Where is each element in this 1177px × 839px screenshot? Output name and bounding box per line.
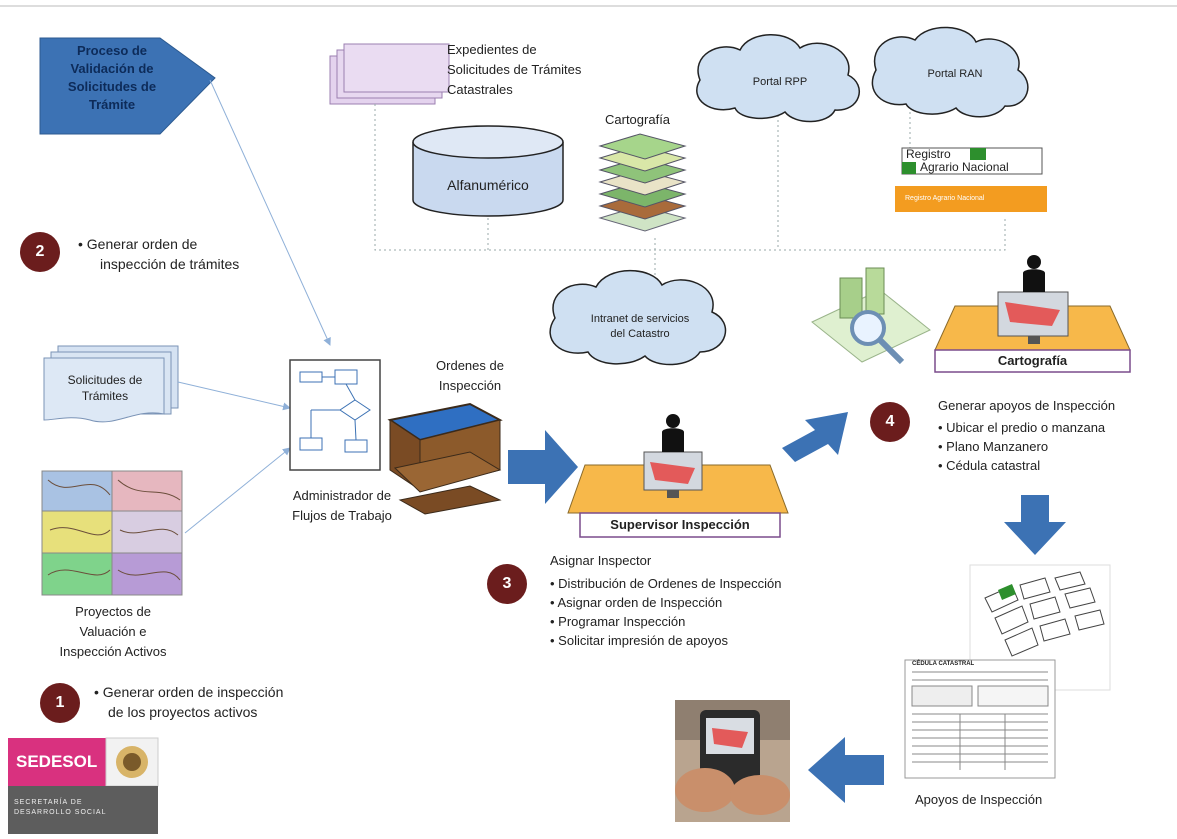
step-1-badge: 1: [40, 683, 80, 723]
map-search-icon: [811, 267, 931, 365]
sedesol-subtitle-line: DESARROLLO SOCIAL: [14, 809, 107, 816]
proceso-line: Solicitudes de: [67, 79, 157, 94]
ran-logo-line: Agrario Nacional: [920, 160, 1009, 174]
step-1-line: • Generar orden de inspección: [94, 684, 284, 700]
network-dotted-lines: [374, 80, 1006, 285]
proceso-line: Proceso de: [76, 43, 148, 58]
connector-arrows: [177, 79, 331, 534]
proceso-line: Trámite: [88, 97, 136, 112]
expedientes-stack-icon: [329, 43, 450, 105]
step-4-badge: 4: [870, 402, 910, 442]
sedesol-logo-text: SEDESOL: [16, 752, 98, 771]
step-3-item: Programar Inspección: [550, 612, 781, 631]
sedesol-subtitle: SECRETARÍA DE DESARROLLO SOCIAL: [14, 798, 106, 818]
flowchart-admin-icon: [289, 359, 381, 471]
big-flow-arrows: [508, 412, 1066, 803]
ran-bar-text: Registro Agrario Nacional: [905, 195, 985, 202]
proceso-label: Proceso de Validación de Solicitudes de …: [52, 42, 172, 114]
step-2-badge: 2: [20, 232, 60, 272]
step-2-line: • Generar orden de: [78, 236, 198, 252]
proyectos-line: Valuación e: [79, 624, 147, 639]
step-1-line: de los proyectos activos: [108, 704, 258, 720]
step-4-item: Cédula catastral: [938, 456, 1105, 475]
portal-rpp-cloud: [696, 34, 860, 123]
step-2-line: inspección de trámites: [100, 256, 240, 272]
cartografia-station-label: Cartografía: [997, 353, 1068, 368]
mobile-device-photo: [675, 700, 790, 822]
administrador-line: Flujos de Trabajo: [292, 508, 392, 523]
cartografia-title: Cartografía: [605, 112, 671, 127]
ordenes-line: Ordenes de: [436, 358, 504, 373]
solicitudes-line: Solicitudes de: [67, 373, 143, 387]
ordenes-line: Inspección: [438, 378, 502, 393]
cartografia-station-graphic: [934, 255, 1131, 373]
intranet-cloud: [549, 269, 727, 366]
proyectos-line: Inspección Activos: [59, 644, 167, 659]
expedientes-line: Solicitudes de Trámites: [447, 62, 582, 77]
ordenes-tray-icon: [387, 402, 503, 515]
step-2-line-text: Generar orden de: [86, 236, 198, 252]
step-3-item: Distribución de Ordenes de Inspección: [550, 574, 781, 593]
step-4-item: Ubicar el predio o manzana: [938, 418, 1105, 437]
step-1-text: • Generar orden de inspección de los pro…: [94, 682, 283, 722]
cedula-document-graphic: [904, 659, 1056, 779]
step-4-title: Generar apoyos de Inspección: [938, 398, 1116, 413]
proceso-line: Validación de: [70, 61, 154, 76]
cartografia-layers-icon: [598, 133, 687, 232]
portal-ran-cloud: [871, 26, 1029, 118]
supervisor-label: Supervisor Inspección: [610, 517, 750, 532]
cedula-header: CÉDULA CATASTRAL: [912, 661, 975, 667]
sedesol-subtitle-line: SECRETARÍA DE: [14, 799, 83, 806]
expedientes-line: Catastrales: [447, 82, 513, 97]
step-1-line-text: Generar orden de inspección: [102, 684, 284, 700]
alfanumerico-label: Alfanumérico: [447, 177, 529, 193]
ran-logo-graphic: [895, 147, 1047, 212]
portal-rpp-label: Portal RPP: [752, 76, 808, 88]
step-3-title: Asignar Inspector: [550, 553, 652, 568]
proyectos-label: Proyectos de Valuación e Inspección Acti…: [28, 602, 198, 662]
step-2-text: • Generar orden de inspección de trámite…: [78, 234, 239, 274]
proyectos-line: Proyectos de: [75, 604, 151, 619]
solicitudes-stack-icon: [43, 345, 179, 423]
supervisor-station-graphic: [567, 414, 789, 538]
ran-logo-text: Registro Agrario Nacional: [906, 148, 1009, 174]
intranet-line: del Catastro: [610, 328, 670, 340]
proceso-shape: [39, 37, 216, 135]
apoyos-label: Apoyos de Inspección: [915, 792, 1043, 807]
step-3-list: Distribución de Ordenes de Inspección As…: [550, 574, 781, 650]
ordenes-label: Ordenes de Inspección: [415, 356, 525, 396]
proyectos-map-grid: [41, 470, 183, 596]
portal-ran-label: Portal RAN: [927, 68, 983, 80]
intranet-line: Intranet de servicios: [590, 313, 690, 325]
ran-logo-line: Registro: [906, 147, 951, 161]
alfanumerico-database-icon: [412, 125, 564, 217]
administrador-line: Administrador de: [292, 488, 392, 503]
expedientes-label: Expedientes de Solicitudes de Trámites C…: [447, 40, 581, 100]
step-3-badge: 3: [487, 564, 527, 604]
solicitudes-line: Trámites: [81, 389, 129, 403]
step-3-item: Asignar orden de Inspección: [550, 593, 781, 612]
step-3-item: Solicitar impresión de apoyos: [550, 631, 781, 650]
step-4-item: Plano Manzanero: [938, 437, 1105, 456]
intranet-label: Intranet de servicios del Catastro: [580, 312, 700, 342]
solicitudes-label: Solicitudes de Trámites: [50, 372, 160, 404]
step-4-list: Ubicar el predio o manzana Plano Manzane…: [938, 418, 1105, 475]
administrador-label: Administrador de Flujos de Trabajo: [272, 486, 412, 526]
expedientes-line: Expedientes de: [447, 42, 537, 57]
sedesol-logo: [8, 737, 159, 834]
